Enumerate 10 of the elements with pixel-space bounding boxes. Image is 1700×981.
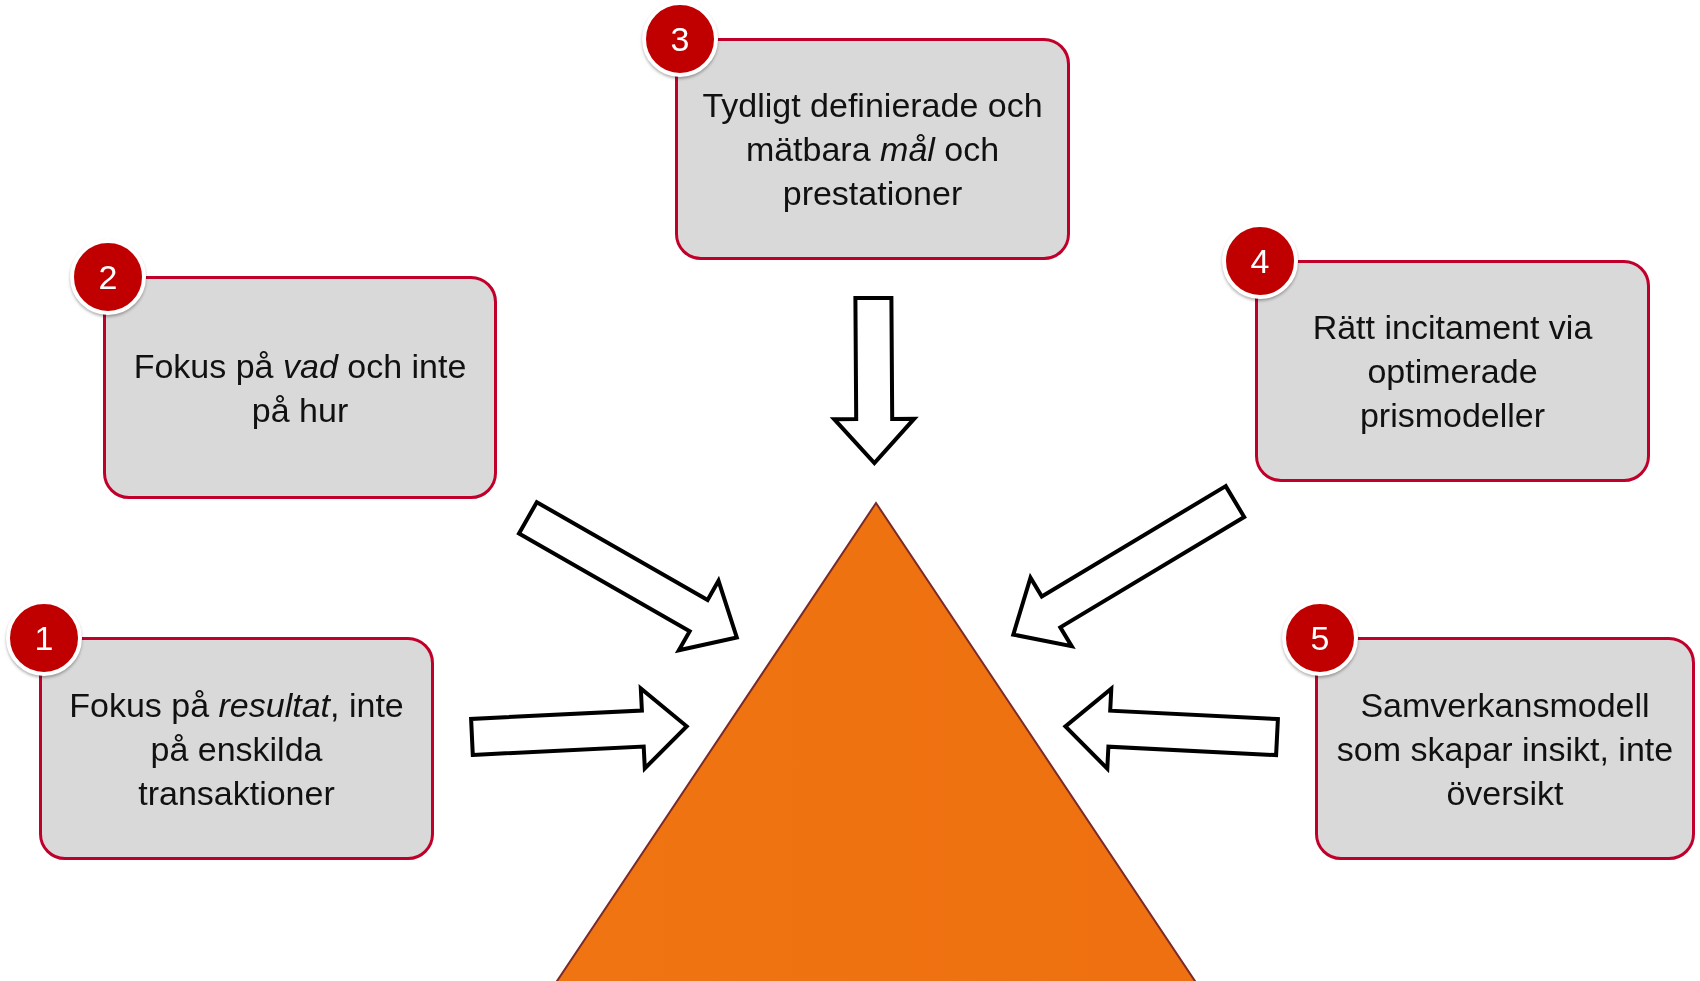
block-arrow — [469, 684, 690, 773]
statement-text: Tydligt definierade och mätbara mål och prestationer — [701, 85, 1044, 214]
block-arrow — [1010, 483, 1247, 650]
block-arrow — [829, 295, 919, 466]
block-arrow — [516, 499, 740, 654]
statement-text: Fokus på vad och inte på hur — [132, 345, 468, 431]
statement-text: Fokus på resultat, inte på enskilda transaktioner — [68, 684, 405, 814]
statement-text: Rätt incitament via optimerade prismodeller — [1311, 307, 1594, 436]
block-arrow — [1062, 684, 1280, 774]
statement-text: Samverkansmodell som skapar insikt, inte översikt — [1335, 684, 1675, 814]
